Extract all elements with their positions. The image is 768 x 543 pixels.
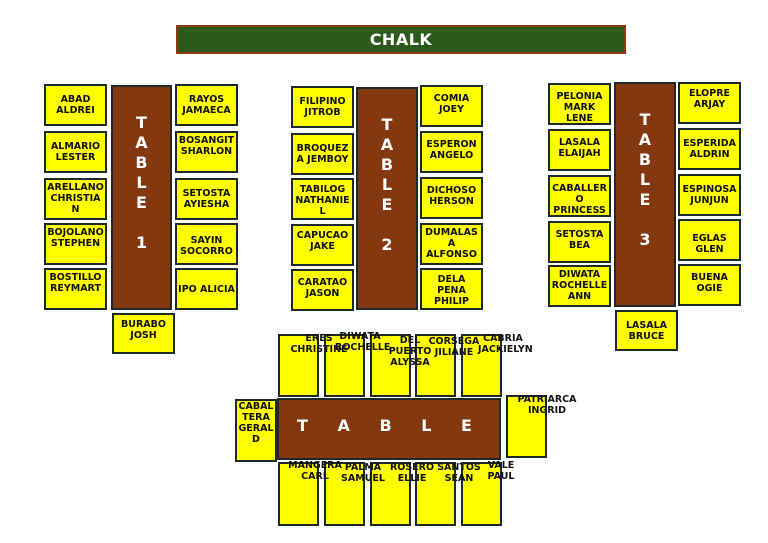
seat-t2-right: ESPERON ANGELO <box>420 131 483 173</box>
table-1-letter: L <box>136 173 147 192</box>
seat-t4-top: CORSEGA JILIANE <box>428 336 480 358</box>
seat-t3-left: LASALA ELAIJAH <box>548 129 611 171</box>
seat-t4-right: PATRIARCA INGRID <box>517 394 577 416</box>
seat-t1-left: ABAD ALDREI <box>44 84 107 126</box>
seat-t1-right: SAYIN SOCORRO <box>175 223 238 265</box>
seat-t4-bottom: MANGERA CARL <box>288 460 342 482</box>
table-3-number: 3 <box>639 230 651 249</box>
seat-t4-top-box <box>278 334 319 397</box>
table-4: T A B L E 4 <box>277 398 548 460</box>
seat-t4-top: DIWATA ROCHELLE <box>335 331 391 353</box>
table-2-letter: E <box>381 195 393 214</box>
table-3-letter: B <box>638 150 652 169</box>
seat-t3-bottom: LASALA BRUCE <box>615 310 678 351</box>
seat-t3-right: BUENA OGIE <box>678 264 741 306</box>
seat-t3-left: SETOSTA BEA <box>548 221 611 263</box>
seat-t1-left: ALMARIO LESTER <box>44 131 107 173</box>
table-1-letter: T <box>136 113 147 132</box>
seat-t4-bottom: VALE PAUL <box>487 460 515 482</box>
seat-t2-left: BROQUEZA JEMBOY <box>291 133 354 175</box>
seat-t4-bottom-box <box>415 462 456 526</box>
seat-t4-top-box <box>370 334 411 397</box>
table-3-letter: L <box>639 170 651 189</box>
seat-t1-bottom: BURABO JOSH <box>112 313 175 354</box>
seat-t2-left: FILIPINO JITROB <box>291 86 354 128</box>
seat-t1-right: BOSANGIT SHARLON <box>175 131 238 173</box>
table-1-letter: A <box>135 133 148 152</box>
seat-t2-right: COMIA JOEY <box>420 85 483 127</box>
seat-t2-right: DICHOSO HERSON <box>420 177 483 219</box>
seat-t4-bottom-box <box>461 462 502 526</box>
seat-t4-left: CABALTERA GERALD <box>235 399 277 462</box>
table-2: T A B L E 2 <box>356 87 418 310</box>
table-1: T A B L E 1 <box>111 85 172 310</box>
seat-t3-right: ESPERIDA ALDRIN <box>678 128 741 170</box>
seat-t2-left: CAPUCAO JAKE <box>291 224 354 266</box>
seat-t3-right: EGLAS GLEN <box>678 219 741 261</box>
seat-t3-left: CABALLERO PRINCESS <box>548 175 611 217</box>
table-3-letter: T <box>639 110 651 129</box>
table-2-letter: T <box>381 115 393 134</box>
table-2-letter: L <box>381 175 393 194</box>
seat-t3-right: ESPINOSA JUNJUN <box>678 174 741 216</box>
seat-t3-right: ELOPRE ARJAY <box>678 82 741 124</box>
seat-t4-top-box <box>415 334 456 397</box>
seat-t1-left: BOSTILLO REYMART <box>44 268 107 310</box>
seat-t4-bottom: PALMA SAMUEL <box>341 462 385 484</box>
table-3-letter: A <box>638 130 652 149</box>
seat-t3-left: PELONIA MARK LENE <box>548 83 611 125</box>
seat-t1-left: BOJOLANO STEPHEN <box>44 223 107 265</box>
seat-t4-top-box <box>461 334 502 397</box>
table-2-letter: B <box>380 155 394 174</box>
seat-t1-right: SETOSTA AYIESHA <box>175 178 238 220</box>
seat-t2-right: DELA PENA PHILIP <box>420 268 483 310</box>
table-3: T A B L E 3 <box>614 82 676 307</box>
seat-t4-right-box <box>506 395 547 458</box>
seat-t2-right: DUMALASA ALFONSO <box>420 223 483 265</box>
table-1-number: 1 <box>135 233 148 252</box>
table-2-number: 2 <box>381 235 393 254</box>
table-1-letter: B <box>135 153 148 172</box>
seat-t4-bottom: SANTOS SEAN <box>437 462 481 484</box>
chalkboard: CHALK <box>176 25 626 54</box>
table-1-letter: E <box>136 193 147 212</box>
seat-t2-left: CARATAO JASON <box>291 269 354 311</box>
seat-t4-top-box <box>324 334 365 397</box>
seat-t4-bottom-box <box>278 462 319 526</box>
seat-t1-right: RAYOS JAMAECA <box>175 84 238 126</box>
seat-t4-top: CABRIA JACKIELYN <box>478 333 533 355</box>
seat-t4-top: ERES CHRISTINE <box>290 333 348 355</box>
seat-t1-left: ARELLANO CHRISTIAN <box>44 178 107 220</box>
seat-t1-right: IPO ALICIA <box>175 268 238 310</box>
table-2-letter: A <box>380 135 394 154</box>
seat-t4-bottom-box <box>370 462 411 526</box>
seat-t4-bottom-box <box>324 462 365 526</box>
seat-t4-bottom: ROSERO ELLIE <box>389 462 435 484</box>
seat-t3-left: DIWATA ROCHELLE ANN <box>548 265 611 307</box>
seat-t2-left: TABILOG NATHANIEL <box>291 178 354 220</box>
seat-t4-top: DEL PUERTO ALYSSA <box>388 335 432 368</box>
table-3-letter: E <box>639 190 651 209</box>
